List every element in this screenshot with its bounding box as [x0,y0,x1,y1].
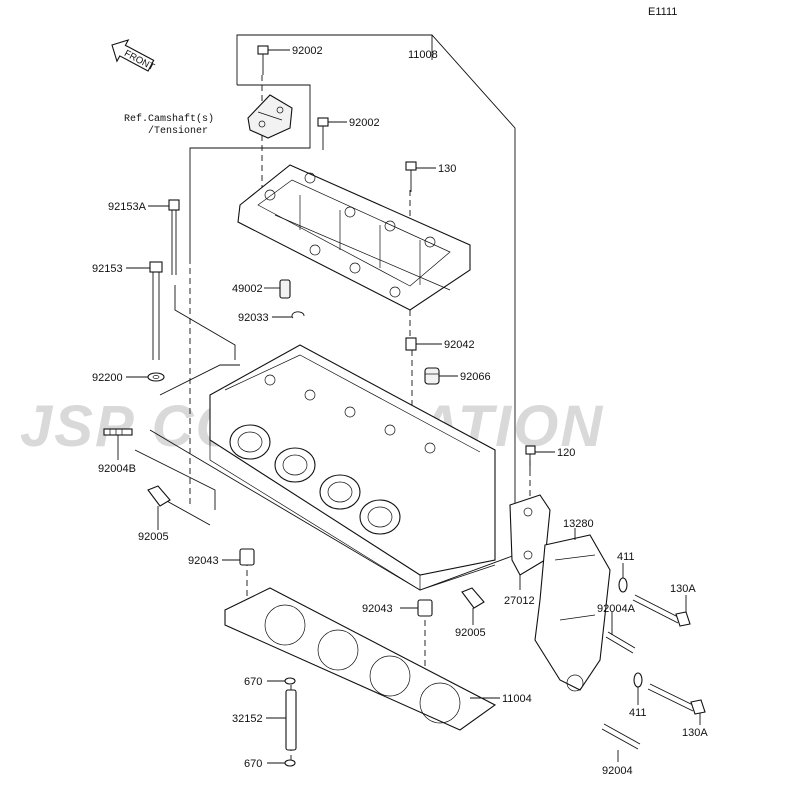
label-32152[interactable]: 32152 [232,713,263,725]
label-92043-right[interactable]: 92043 [362,603,393,615]
label-670-bottom[interactable]: 670 [244,758,262,770]
front-arrow-label: FRONT [122,48,156,73]
label-92200[interactable]: 92200 [92,372,123,384]
bolt-92002-mid[interactable] [317,117,329,150]
label-92066[interactable]: 92066 [460,371,491,383]
label-120[interactable]: 120 [557,447,575,459]
label-92004A[interactable]: 92004A [597,603,636,615]
reference-note-line-2: /Tensioner [148,125,208,137]
reference-note-line-1: Ref.Camshaft(s) [124,113,214,125]
label-92004B[interactable]: 92004B [98,463,136,475]
label-92005-left[interactable]: 92005 [138,531,169,543]
label-92005-right[interactable]: 92005 [455,627,486,639]
label-11008[interactable]: 11008 [408,49,438,61]
bolt-120[interactable] [525,445,536,470]
bolt-92002-top[interactable] [257,45,269,75]
bolt-130A-top[interactable] [632,594,691,627]
bolt-130A-bottom[interactable] [647,683,706,715]
front-direction-arrow: FRONT [111,39,156,73]
label-92153[interactable]: 92153 [92,263,123,275]
tappet-49002[interactable] [279,279,291,299]
bolt-92153[interactable] [149,261,163,360]
stud-92004B[interactable] [103,428,133,436]
label-92004[interactable]: 92004 [602,765,633,777]
label-411-bottom[interactable]: 411 [629,707,647,719]
o-ring-670-bottom[interactable] [284,759,296,767]
label-411-top[interactable]: 411 [617,551,635,563]
diagram-code: E1111 [648,6,677,18]
washer-411-bottom[interactable] [633,672,643,688]
camshaft-tensioner-ref-part [247,94,293,139]
washer-92200[interactable] [147,372,165,382]
clip-92033[interactable] [291,311,305,319]
label-92033[interactable]: 92033 [238,312,269,324]
label-13280[interactable]: 13280 [563,518,594,530]
label-27012[interactable]: 27012 [504,595,535,607]
label-92002-mid[interactable]: 92002 [349,117,380,129]
bracket-13280[interactable] [534,534,611,692]
label-49002[interactable]: 49002 [232,283,263,295]
label-92042[interactable]: 92042 [444,339,475,351]
camshaft-holder-frame [237,164,471,311]
o-ring-670-top[interactable] [284,677,296,685]
dowel-92043-right[interactable] [417,599,433,617]
dowel-92042[interactable] [405,337,417,351]
fitting-92005-left[interactable] [147,485,171,507]
label-130A-top[interactable]: 130A [670,583,696,595]
stud-92004[interactable] [601,723,641,750]
label-92002-top[interactable]: 92002 [292,45,323,57]
stud-92004A[interactable] [605,631,636,654]
pipe-32152[interactable] [285,689,297,751]
leader-lines [117,35,701,764]
label-670-top[interactable]: 670 [244,676,262,688]
head-gasket-11004[interactable] [224,587,497,731]
bolt-130[interactable] [405,161,417,192]
washer-411-top[interactable] [618,577,628,593]
fitting-92005-right[interactable] [461,587,485,609]
label-130A-bottom[interactable]: 130A [682,727,708,739]
label-92043-left[interactable]: 92043 [188,555,219,567]
label-130[interactable]: 130 [438,163,456,175]
cylinder-head-11008[interactable] [209,344,496,591]
dowel-92043-left[interactable] [239,548,255,566]
bolt-92153A[interactable] [168,199,180,275]
label-11004[interactable]: 11004 [502,693,532,705]
seal-92066[interactable] [424,367,440,385]
label-92153A[interactable]: 92153A [108,201,147,213]
